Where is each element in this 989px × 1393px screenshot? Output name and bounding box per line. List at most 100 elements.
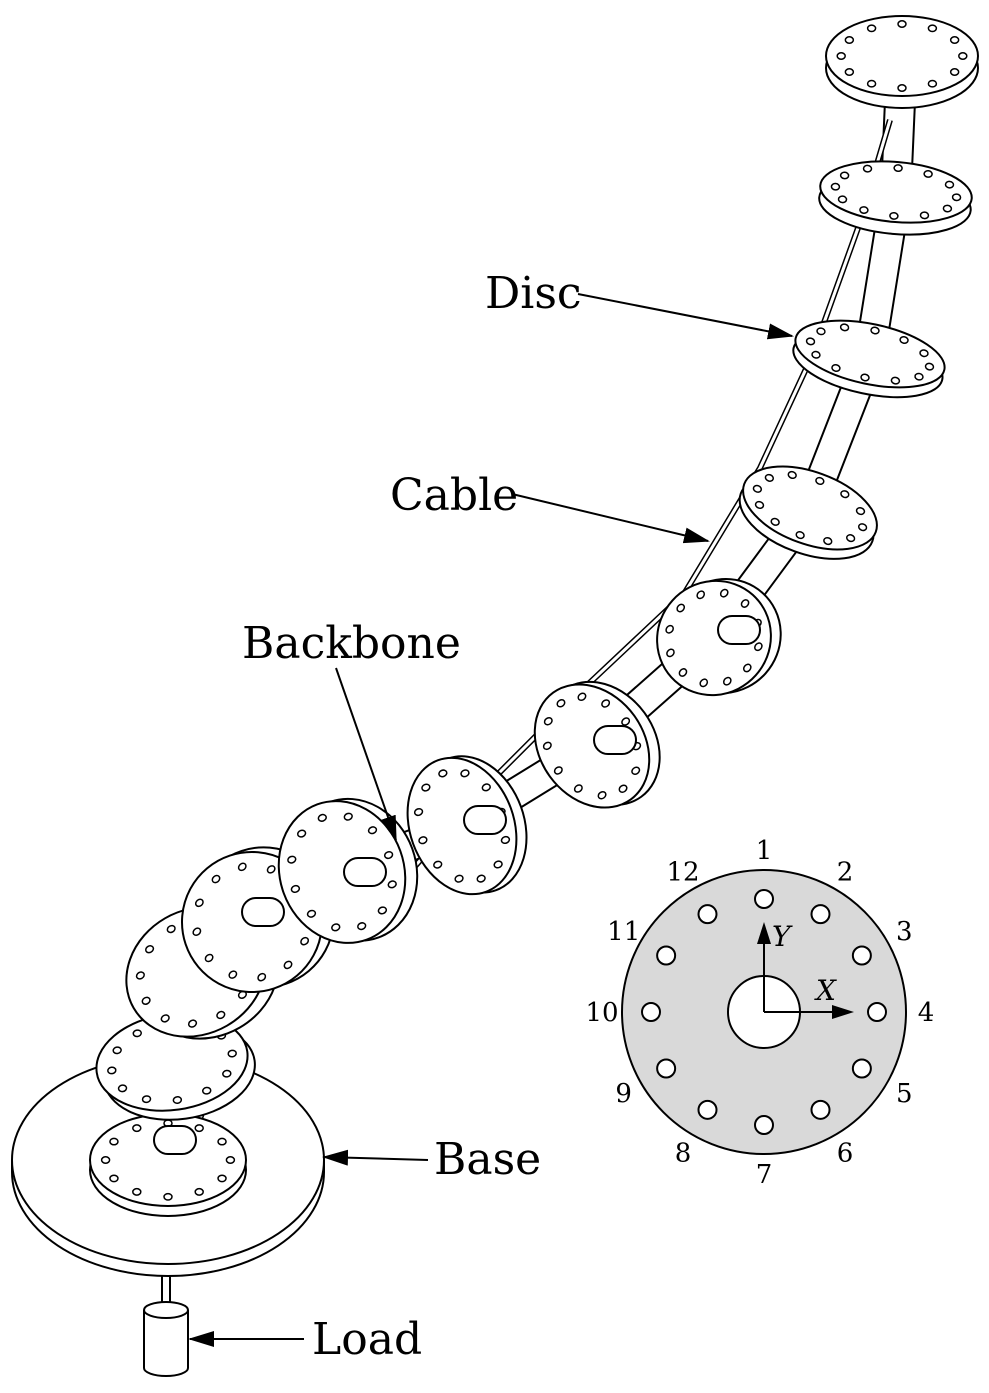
disc-hole (949, 68, 960, 76)
spacer-disc (825, 15, 979, 109)
disc-hole (866, 24, 877, 33)
disc-hole (942, 204, 953, 213)
spacer-disc (738, 465, 878, 560)
cable-hole (851, 945, 872, 966)
disc-hole (109, 1174, 119, 1183)
disc-hole (899, 336, 909, 344)
disc-hole (844, 36, 855, 44)
disc-hole (421, 783, 431, 792)
disc-hole (377, 906, 388, 915)
disc-hole (163, 1192, 173, 1201)
disc-callout: Disc (485, 268, 794, 340)
spacer-disc (89, 1113, 247, 1217)
disc-hole (927, 79, 938, 88)
disc-hole (257, 972, 267, 982)
disc-hole (556, 699, 566, 708)
disc-hole (597, 790, 607, 800)
disc-hole (413, 807, 424, 817)
hole-number: 4 (918, 998, 935, 1028)
disc-hole (764, 473, 775, 482)
disc-hole (836, 52, 846, 60)
disc-hole (132, 1187, 142, 1196)
disc-hole (543, 716, 553, 726)
disc-hole (433, 860, 443, 869)
disc-hole (831, 364, 841, 372)
disc-hole (890, 376, 901, 385)
disc-hole (631, 766, 641, 776)
disc-hole (194, 898, 204, 908)
disc-hole (577, 692, 587, 702)
disc-hole (754, 642, 763, 652)
disc-hole (860, 373, 870, 382)
disc-hole (132, 1124, 142, 1133)
backbone-segment (343, 857, 387, 887)
disc-hole (357, 922, 367, 931)
disc-hole (287, 855, 297, 864)
disc-hole (418, 836, 428, 845)
disc-hole (542, 741, 552, 751)
disc-hole (500, 835, 511, 845)
disc-hole (839, 323, 850, 332)
disc-hole (290, 884, 301, 894)
cable-hole (697, 1099, 718, 1120)
disc-hole (787, 470, 797, 480)
disc-hole (216, 1010, 226, 1020)
disc-hole (204, 953, 214, 963)
backbone-label: Backbone (242, 618, 461, 669)
disc-hole (897, 84, 907, 92)
disc-hole (100, 1156, 111, 1164)
disc-hole (719, 588, 729, 598)
disc-hole (194, 1187, 204, 1196)
disc-hole (859, 206, 869, 215)
disc-hole (958, 52, 968, 60)
hole-number: 6 (837, 1138, 854, 1168)
base-callout: Base (322, 1134, 541, 1185)
disc-hole (742, 663, 752, 673)
spacer-disc (792, 319, 946, 399)
disc-hole (225, 1156, 236, 1164)
backbone-segment (241, 897, 285, 927)
disc-hole (870, 326, 880, 335)
disc-hole (924, 362, 935, 371)
x-axis-label: X (814, 974, 837, 1007)
disc-hole (699, 678, 709, 688)
hole-number: 10 (585, 998, 618, 1028)
disc-hole (296, 829, 307, 838)
cable-hole (754, 889, 774, 909)
hole-number: 5 (896, 1079, 913, 1109)
hole-number: 2 (837, 858, 854, 888)
disc-hole (306, 909, 317, 918)
disc-hole (770, 517, 780, 526)
load-weight (143, 1270, 189, 1377)
disc-hole (857, 523, 868, 532)
disc-hole (481, 783, 491, 792)
cable-hole (641, 1002, 661, 1022)
disc-hole (112, 1046, 122, 1055)
disc-hole (217, 1174, 227, 1183)
cable-hole (810, 1099, 831, 1120)
load-callout: Load (188, 1314, 422, 1365)
disc-hole (811, 350, 821, 359)
cable-callout: Cable (390, 470, 710, 544)
cable-hole (754, 1115, 774, 1135)
disc-hole (117, 1084, 128, 1093)
disc-hole (367, 826, 378, 835)
hole-number: 12 (666, 858, 699, 888)
disc-hole (844, 68, 855, 76)
disc-hole (816, 327, 826, 336)
disc-hole (141, 1095, 152, 1104)
cable-hole (656, 945, 677, 966)
disc-hole (387, 880, 397, 889)
y-axis-arrow (757, 922, 771, 944)
disc-hole (866, 79, 877, 88)
disc-hole (845, 534, 856, 543)
disc-hole (944, 180, 955, 189)
disc-hole (460, 769, 470, 778)
backbone-callout: Backbone (242, 618, 461, 842)
spacer-disc (818, 160, 973, 236)
disc-hole (109, 1137, 119, 1146)
disc-hole (194, 1124, 204, 1133)
disc-hole (823, 536, 833, 546)
disc-hole (889, 211, 899, 220)
